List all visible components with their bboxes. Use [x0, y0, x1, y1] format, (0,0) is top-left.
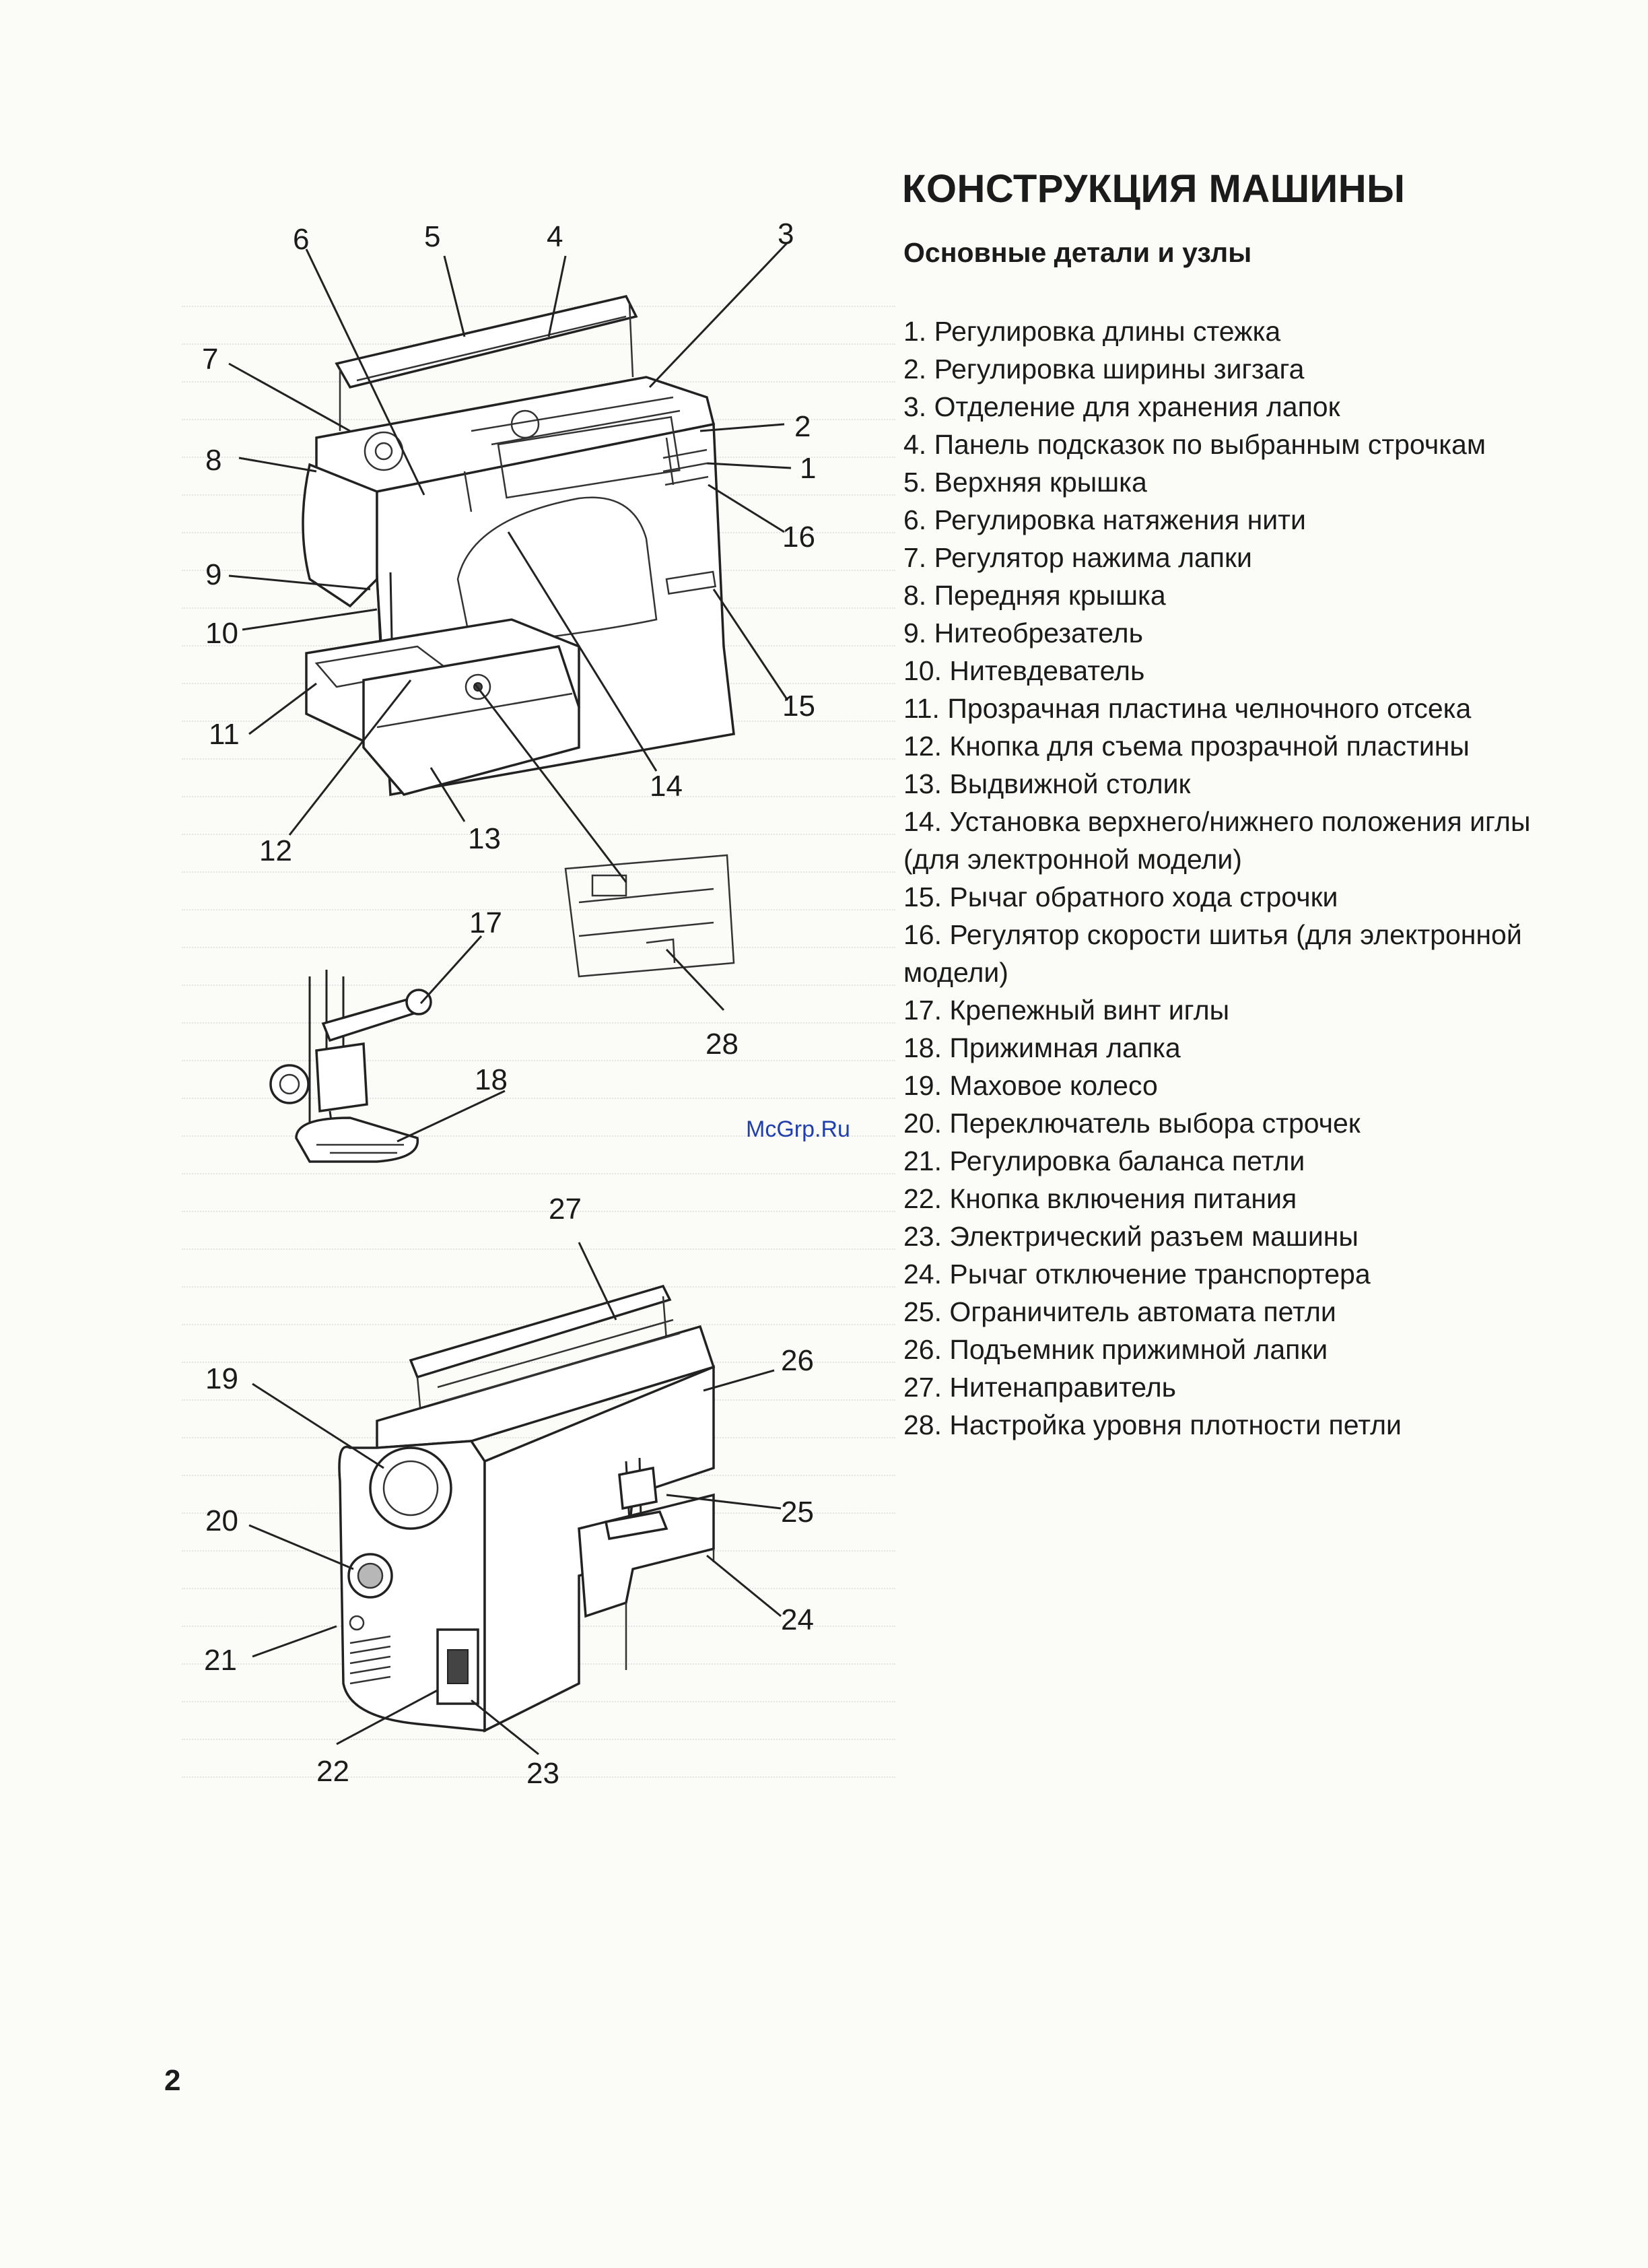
- callout-6: 6: [293, 223, 309, 256]
- list-item: 19. Маховое колесо: [903, 1070, 1158, 1101]
- callout-13: 13: [468, 822, 501, 855]
- callout-10: 10: [205, 617, 238, 650]
- list-item: 26. Подъемник прижимной лапки: [903, 1334, 1328, 1365]
- vent-grille: [349, 1635, 391, 1685]
- list-item: 9. Нитеобрезатель: [903, 618, 1143, 648]
- callout-18: 18: [475, 1063, 508, 1096]
- machine-front-illustration: [302, 294, 735, 797]
- callout-21: 21: [204, 1644, 237, 1677]
- list-item: 25. Ограничитель автомата петли: [903, 1296, 1336, 1327]
- machine-rear-illustration: [338, 1284, 716, 1733]
- list-item: 7. Регулятор нажима лапки: [903, 542, 1252, 573]
- callout-15: 15: [782, 690, 815, 723]
- list-item: 10. Нитевдеватель: [903, 655, 1145, 686]
- callout-19: 19: [205, 1362, 238, 1395]
- list-item: 27. Нитенаправитель: [903, 1372, 1176, 1403]
- callout-17: 17: [469, 906, 502, 939]
- list-item: 11. Прозрачная пластина челночного отсек…: [903, 693, 1472, 724]
- list-item: 18. Прижимная лапка: [903, 1032, 1181, 1063]
- list-item: 23. Электрический разъем машины: [903, 1221, 1359, 1252]
- callout-27: 27: [549, 1193, 582, 1226]
- callout-16: 16: [782, 521, 815, 554]
- callout-20: 20: [205, 1504, 238, 1537]
- callout-22: 22: [316, 1755, 349, 1788]
- callout-9: 9: [205, 558, 221, 591]
- presser-foot-detail: [269, 970, 432, 1163]
- section-subtitle: Основные детали и узлы: [903, 237, 1252, 268]
- callout-8: 8: [205, 444, 221, 477]
- list-item: 2. Регулировка ширины зигзага: [903, 354, 1305, 385]
- list-item: 13. Выдвижной столик: [903, 768, 1191, 799]
- list-item: 6. Регулировка натяжения нити: [903, 504, 1306, 535]
- leader-lines: [228, 241, 792, 1756]
- callout-11: 11: [209, 718, 240, 751]
- callout-numbers: 3 4 5 6 7 8 2 1 16 9 10 15 11 14 12 13 2…: [202, 218, 816, 1790]
- callout-12: 12: [259, 834, 292, 867]
- callout-5: 5: [424, 220, 440, 253]
- list-item: 5. Верхняя крышка: [903, 467, 1147, 498]
- list-item: 15. Рычаг обратного хода строчки: [903, 881, 1338, 912]
- buttonhole-inset: [564, 854, 735, 978]
- callout-23: 23: [526, 1757, 559, 1790]
- parts-list: 1. Регулировка длины стежка 2. Регулиров…: [903, 312, 1577, 1444]
- page-number: 2: [164, 2064, 181, 2097]
- list-item: 16. Регулятор скорости шитья (для электр…: [903, 919, 1522, 988]
- callout-2: 2: [794, 410, 811, 443]
- callout-3: 3: [778, 218, 794, 251]
- watermark: McGrp.Ru: [746, 1116, 850, 1142]
- callout-24: 24: [781, 1603, 814, 1636]
- list-item: 17. Крепежный винт иглы: [903, 995, 1230, 1026]
- list-item: 21. Регулировка баланса петли: [903, 1145, 1305, 1176]
- list-item: 8. Передняя крышка: [903, 580, 1166, 611]
- callout-1: 1: [800, 452, 816, 485]
- page-title: КОНСТРУКЦИЯ МАШИНЫ: [902, 166, 1406, 211]
- list-item: 1. Регулировка длины стежка: [903, 316, 1281, 347]
- list-item: 3. Отделение для хранения лапок: [903, 391, 1340, 422]
- list-item: 24. Рычаг отключение транспортера: [903, 1259, 1371, 1290]
- callout-25: 25: [781, 1496, 814, 1529]
- list-item: 22. Кнопка включения питания: [903, 1183, 1297, 1214]
- list-item: 14. Установка верхнего/нижнего положения…: [903, 806, 1531, 875]
- callout-26: 26: [781, 1344, 814, 1377]
- callout-4: 4: [547, 220, 563, 253]
- callout-14: 14: [650, 770, 683, 803]
- callout-7: 7: [202, 343, 218, 376]
- list-item: 20. Переключатель выбора строчек: [903, 1108, 1361, 1139]
- list-item: 28. Настройка уровня плотности петли: [903, 1409, 1402, 1440]
- list-item: 4. Панель подсказок по выбранным строчка…: [903, 429, 1486, 460]
- list-item: 12. Кнопка для съема прозрачной пластины: [903, 731, 1470, 762]
- callout-28: 28: [706, 1028, 739, 1061]
